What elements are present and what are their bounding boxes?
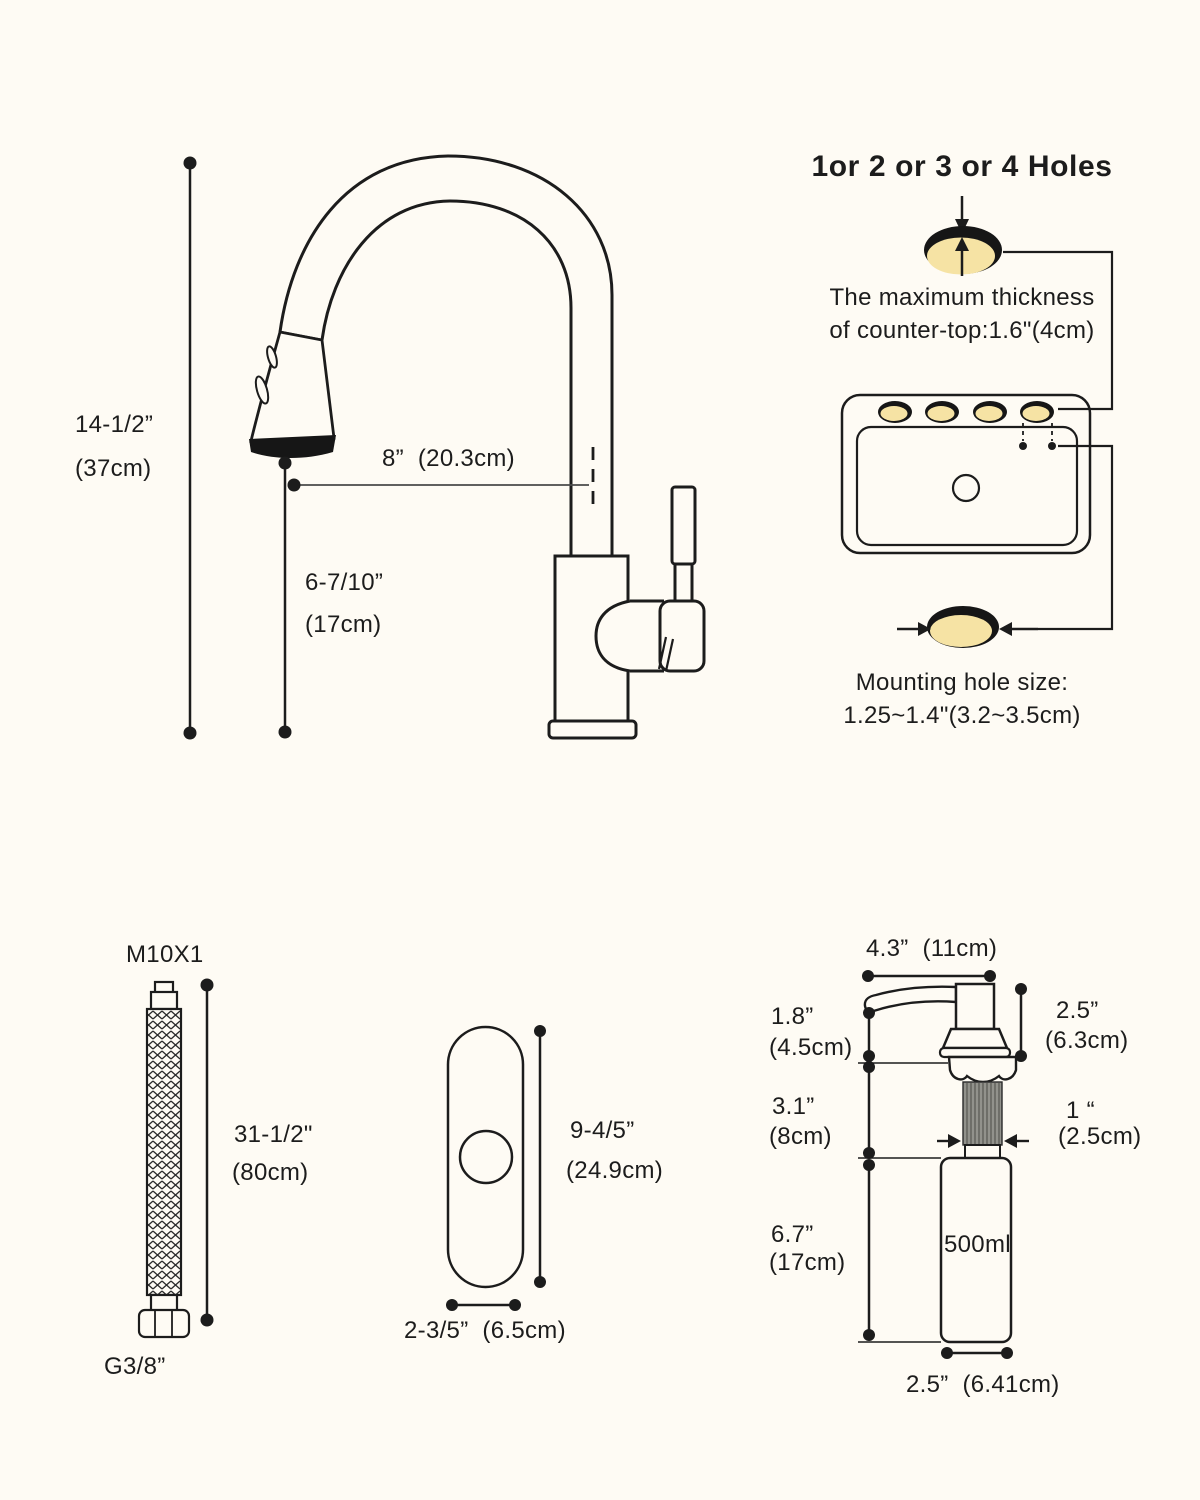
spout-clearance-in-label: 1.8” (771, 1003, 814, 1030)
max-thickness-line2: of counter-top:1.6"(4cm) (829, 317, 1095, 344)
threaded-shaft (962, 1081, 1003, 1146)
hose-length-cm-label: (80cm) (232, 1159, 309, 1186)
countertop-thickness-diagram (924, 196, 1114, 411)
spray-button (266, 345, 278, 369)
connector-line (1003, 250, 1114, 411)
drain-hole (951, 473, 981, 503)
hose-length-in-label: 31-1/2" (234, 1121, 313, 1148)
plate-length-cm-label: (24.9cm) (566, 1157, 664, 1184)
mounting-nut (947, 1055, 1018, 1084)
base-flange (547, 719, 638, 740)
bottle-height-in-label: 6.7” (771, 1221, 814, 1248)
spray-nozzle-face (249, 435, 336, 459)
faucet-reach-label: 8” (20.3cm) (382, 445, 515, 472)
hose-thread-bottom-label: G3/8” (104, 1353, 166, 1380)
plate-length-in-label: 9-4/5” (570, 1117, 635, 1144)
faucet-dimension-lines (183, 156, 589, 740)
pump-spout (863, 985, 958, 1013)
up-arrow-icon (955, 237, 969, 251)
handle-rod-step (673, 562, 694, 606)
thread-length-in-label: 3.1” (772, 1093, 815, 1120)
right-arrow-icon (918, 622, 931, 636)
braided-hose (145, 1007, 183, 1297)
spout-clearance-cm-label: (4.5cm) (769, 1034, 853, 1061)
spray-button (254, 375, 270, 405)
dispenser-head-width-label: 4.3” (11cm) (866, 935, 998, 962)
faucet-drawing (249, 154, 706, 740)
supply-hose-drawing (137, 978, 214, 1339)
connector-line (1038, 444, 1114, 631)
left-arrow-icon (1004, 1134, 1017, 1148)
soap-dispenser-drawing (858, 970, 1029, 1359)
handle-base (658, 599, 706, 673)
thread-diameter-cm-label: (2.5cm) (1058, 1123, 1142, 1150)
hose-nut (137, 1308, 191, 1339)
mounting-hole-diagram (897, 606, 1038, 648)
pump-head (954, 982, 996, 1031)
bottle-volume-label: 500ml (944, 1231, 1011, 1258)
faucet-height-in-label: 14-1/2” (75, 411, 154, 438)
sink-holes-diagram (840, 393, 1114, 631)
plate-width-label: 2-3/5” (6.5cm) (404, 1317, 566, 1344)
hose-collar-top (149, 990, 179, 1011)
bottle-height-cm-label: (17cm) (769, 1249, 846, 1276)
holes-title: 1or 2 or 3 or 4 Holes (811, 150, 1113, 183)
spout-height-in-label: 6-7/10” (305, 569, 384, 596)
spout-height-cm-label: (17cm) (305, 611, 382, 638)
valve-bulge (594, 599, 631, 673)
pump-flare (941, 1027, 1009, 1050)
faucet-height-cm-label: (37cm) (75, 455, 152, 482)
deck-plate-hole (458, 1129, 514, 1185)
hose-thread-top-label: M10X1 (126, 941, 204, 968)
bottle-width-label: 2.5” (6.41cm) (906, 1371, 1060, 1398)
mounting-size-line2: 1.25~1.4"(3.2~3.5cm) (843, 702, 1081, 729)
mounting-size-line1: Mounting hole size: (855, 669, 1069, 696)
hose-collar-bottom (149, 1293, 179, 1313)
pump-collar (938, 1046, 1012, 1059)
sink-basin (855, 425, 1079, 547)
thread-diameter-in-label: 1 “ (1066, 1097, 1095, 1124)
thread-length-cm-label: (8cm) (769, 1123, 832, 1150)
right-arrow-icon (948, 1134, 961, 1148)
deck-plate-drawing (446, 1025, 546, 1311)
head-height-cm-label: (6.3cm) (1045, 1027, 1129, 1054)
soap-bottle (939, 1156, 1013, 1344)
max-thickness-line1: The maximum thickness (829, 284, 1095, 311)
handle-rod (670, 485, 697, 566)
left-arrow-icon (999, 622, 1012, 636)
head-height-in-label: 2.5” (1056, 997, 1099, 1024)
deck-plate (446, 1025, 525, 1289)
sink-outline (840, 393, 1092, 555)
